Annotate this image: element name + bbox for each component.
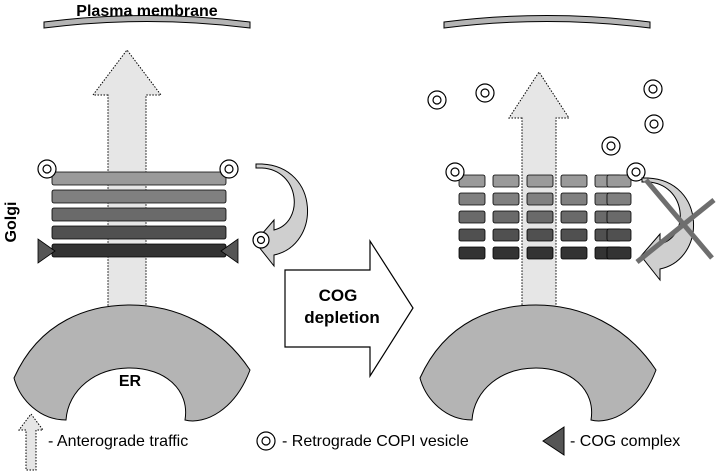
er-membrane-right xyxy=(419,304,657,422)
er-membrane-left xyxy=(13,304,251,422)
golgi-label: Golgi xyxy=(3,202,20,243)
retrograde-arrow-left xyxy=(254,163,308,268)
anterograde-traffic-legend-icon xyxy=(18,413,44,471)
fragmented-cisterna xyxy=(458,192,632,206)
cog-depletion-label-line2: depletion xyxy=(304,308,380,327)
blocked-cross-icon xyxy=(635,178,716,264)
plasma-membrane-label: Plasma membrane xyxy=(76,3,218,20)
fragmented-golgi-stack xyxy=(458,174,632,260)
cisterna xyxy=(51,189,227,204)
right-panel xyxy=(419,15,716,422)
copi-vesicle-icon xyxy=(643,79,663,99)
copi-vesicle-icon xyxy=(427,90,447,110)
fragmented-cisterna xyxy=(458,174,632,188)
er-label: ER xyxy=(119,373,142,390)
copi-vesicle-icon xyxy=(252,231,270,249)
legend-retrograde-label: - Retrograde COPI vesicle xyxy=(282,433,469,450)
copi-vesicle-icon xyxy=(601,136,621,156)
anterograde-arrow-right xyxy=(508,71,570,309)
golgi-stack-left xyxy=(51,171,227,258)
cisterna xyxy=(51,171,227,186)
copi-vesicle-legend-icon xyxy=(256,431,276,451)
cisterna xyxy=(51,225,227,240)
copi-vesicle-icon xyxy=(445,162,465,182)
copi-vesicle-icon xyxy=(626,162,646,182)
cisterna xyxy=(51,207,227,222)
fragmented-cisterna xyxy=(458,210,632,224)
legend-anterograde-label: - Anterograde traffic xyxy=(48,433,188,450)
cisterna xyxy=(51,243,227,258)
fragmented-cisterna xyxy=(458,246,632,260)
cog-complex-triangle-icon xyxy=(220,238,239,264)
cog-complex-legend-icon xyxy=(542,426,565,456)
legend-cog-label: - COG complex xyxy=(570,433,680,450)
copi-vesicle-icon xyxy=(219,159,239,179)
plasma-membrane-right xyxy=(443,15,651,29)
retrograde-arrow-right xyxy=(640,177,694,282)
cog-complex-triangle-icon xyxy=(37,238,56,264)
cog-depletion-arrow: COG depletion xyxy=(284,238,414,379)
copi-vesicle-icon xyxy=(475,83,495,103)
copi-vesicle-icon xyxy=(644,114,664,134)
copi-vesicle-icon xyxy=(37,159,57,179)
fragmented-cisterna xyxy=(458,228,632,242)
legend: - Anterograde traffic - Retrograde COPI … xyxy=(18,413,680,471)
plasma-membrane-left xyxy=(43,15,251,29)
cog-depletion-label-line1: COG xyxy=(319,286,358,305)
left-panel: Plasma membrane Golgi xyxy=(3,3,308,422)
